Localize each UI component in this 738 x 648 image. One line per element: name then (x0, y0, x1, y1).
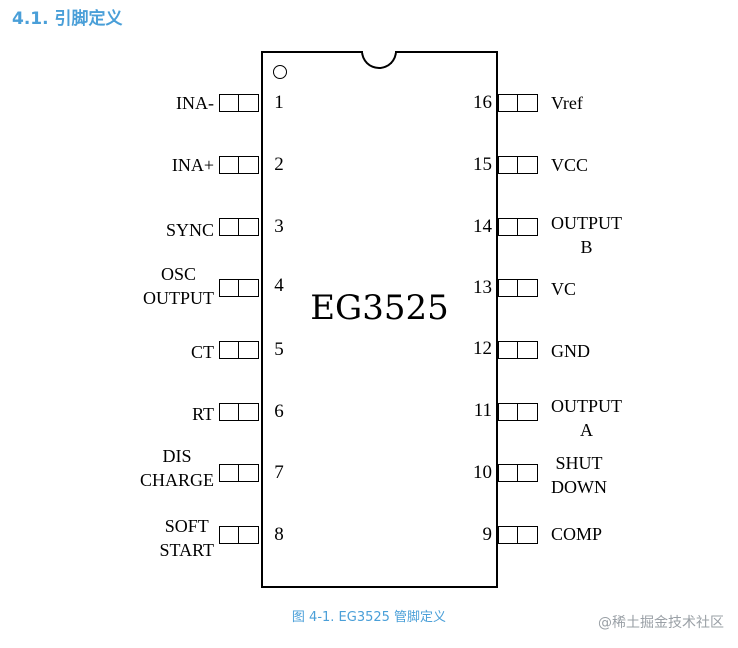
pin-14-label-line2: B (580, 237, 593, 257)
pin-8-label: SOFT START (160, 514, 214, 562)
pin-14-number: 14 (473, 216, 492, 237)
pin-6-lead (219, 403, 259, 421)
pin-15-label: VCC (551, 155, 589, 175)
pin-5-lead (219, 341, 259, 359)
pin-16-lead (498, 94, 538, 112)
pin-7-lead (219, 464, 259, 482)
pin-8-number: 8 (274, 524, 284, 545)
pin-1-number: 1 (274, 92, 284, 113)
pin-4-label-line1: OSC (160, 264, 196, 284)
pin-3-number: 3 (274, 216, 284, 237)
pin-13-label: VC (551, 279, 577, 299)
pin-15-lead (498, 156, 538, 174)
pin-4-number: 4 (274, 275, 284, 296)
pin1-indicator-dot (273, 65, 287, 79)
pin-9-number: 9 (482, 524, 493, 545)
pin-1-label: INA- (176, 93, 214, 113)
figure-caption: 图 4-1. EG3525 管脚定义 (291, 610, 447, 625)
pin-8-label-line2: START (159, 540, 214, 560)
pin-9-label: COMP (551, 524, 603, 544)
chip-name: EG3525 (310, 288, 449, 328)
pin-5-number: 5 (274, 339, 284, 360)
pin-12-label: GND (551, 341, 590, 361)
pin-7-label: DIS CHARGE (140, 444, 214, 492)
pin-15-number: 15 (473, 154, 492, 175)
pin-11-label-line1: OUTPUT (551, 396, 622, 416)
ic-body (261, 51, 498, 588)
pin-10-number: 10 (473, 462, 492, 483)
pin-2-label: INA+ (171, 155, 214, 175)
watermark: @稀土掘金技术社区 (598, 615, 724, 631)
pin-10-lead (498, 464, 538, 482)
pin-11-label-line2: A (580, 420, 593, 440)
pin-11-number: 11 (473, 400, 492, 421)
pin-9-lead (498, 526, 538, 544)
pin-5-label: CT (190, 342, 214, 362)
pin-7-label-line1: DIS (162, 446, 192, 466)
pin-12-number: 12 (473, 338, 492, 359)
pin-4-lead (219, 279, 259, 297)
pin-8-lead (219, 526, 259, 544)
pin-10-label: SHUT DOWN (551, 451, 607, 499)
pin-14-label: OUTPUT B (551, 211, 622, 259)
pin-6-number: 6 (274, 401, 284, 422)
pin-13-number: 13 (473, 277, 492, 298)
pin-10-label-line2: DOWN (551, 477, 607, 497)
pin-10-label-line1: SHUT (555, 453, 603, 473)
pin-4-label: OSC OUTPUT (143, 262, 214, 310)
pin-16-label: Vref (551, 93, 583, 113)
pin-7-number: 7 (274, 462, 284, 483)
pin-12-lead (498, 341, 538, 359)
pin-2-number: 2 (274, 154, 284, 175)
pin-2-lead (219, 156, 259, 174)
pin-8-label-line1: SOFT (164, 516, 209, 536)
pin-14-lead (498, 218, 538, 236)
pin-13-lead (498, 279, 538, 297)
pin-4-label-line2: OUTPUT (143, 288, 214, 308)
pin-16-number: 16 (473, 92, 492, 113)
pin-7-label-line2: CHARGE (139, 470, 214, 490)
section-heading: 4.1. 引脚定义 (12, 9, 123, 29)
pin-6-label: RT (192, 404, 214, 424)
pin-11-lead (498, 403, 538, 421)
pin-3-label: SYNC (165, 220, 214, 240)
pin-11-label: OUTPUT A (551, 394, 622, 442)
pin-14-label-line1: OUTPUT (551, 213, 622, 233)
pin-1-lead (219, 94, 259, 112)
pin-3-lead (219, 218, 259, 236)
